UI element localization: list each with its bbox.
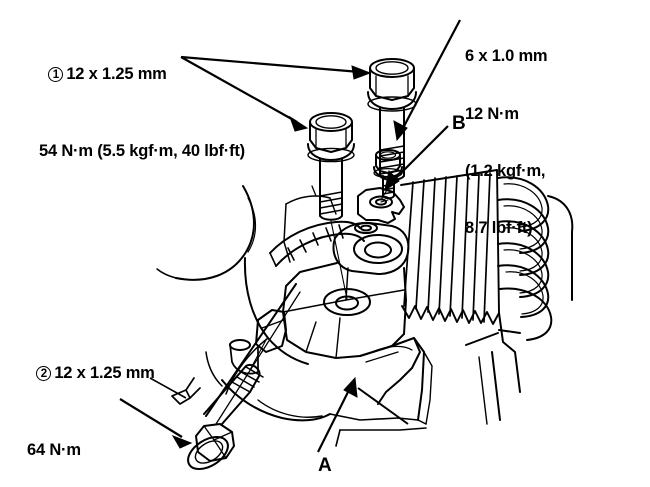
leader-arrows: [119, 19, 461, 453]
mount-bracket: [282, 187, 410, 359]
spec-2-thread: 12 x 1.25 mm: [54, 364, 155, 383]
spec-2-torque-nm: 64 N·m: [27, 440, 81, 459]
marker-label-a: A: [318, 455, 332, 476]
torque-spec-3: 6 x 1.0 mm 12 N·m (1.2 kgf·m, 8.7 lbf·ft…: [465, 9, 548, 277]
spec-3-torque-lbfft: 8.7 lbf·ft): [465, 219, 533, 238]
marker-label-b: B: [452, 113, 466, 134]
flange-bolt-12mm-upper-left: [307, 112, 355, 221]
bracket-rib-gusset: [359, 337, 433, 425]
spec-1-thread: 12 x 1.25 mm: [66, 65, 167, 84]
spec-1-torque: 54 N·m (5.5 kgf·m, 40 lbf·ft): [39, 141, 245, 160]
leader-line-left-long: [149, 377, 187, 399]
spec-3-torque-nm: 12 N·m: [465, 104, 519, 123]
callout-number-1: 1: [48, 67, 64, 83]
torque-spec-2: 212 x 1.25 mm 64 N·m (6.5 kgf·m, 47 lbf·…: [10, 307, 155, 487]
leader-line-b: [384, 125, 449, 192]
callout-number-2: 2: [36, 366, 52, 382]
block-body-right: [465, 312, 521, 425]
hose-clip: [171, 377, 201, 405]
arrow-to-bolt-lower: [119, 398, 193, 449]
arrow-to-bolt-upper-left: [180, 56, 309, 132]
arrow-to-bolt-upper-right: [180, 55, 372, 80]
block-lower-plate: [329, 413, 427, 447]
arrow-to-bolt-6mm: [393, 19, 461, 142]
leader-line-plain: [357, 387, 409, 425]
engine-block-fins: [400, 169, 500, 325]
cooling-fin-ribs: [497, 176, 574, 341]
leader-line-a: [317, 376, 358, 453]
spec-3-torque-kgfm: (1.2 kgf·m,: [465, 162, 546, 180]
flange-bolt-12mm-lower: [187, 364, 264, 471]
spec-3-thread: 6 x 1.0 mm: [465, 47, 548, 66]
coolant-hose: [269, 220, 365, 267]
